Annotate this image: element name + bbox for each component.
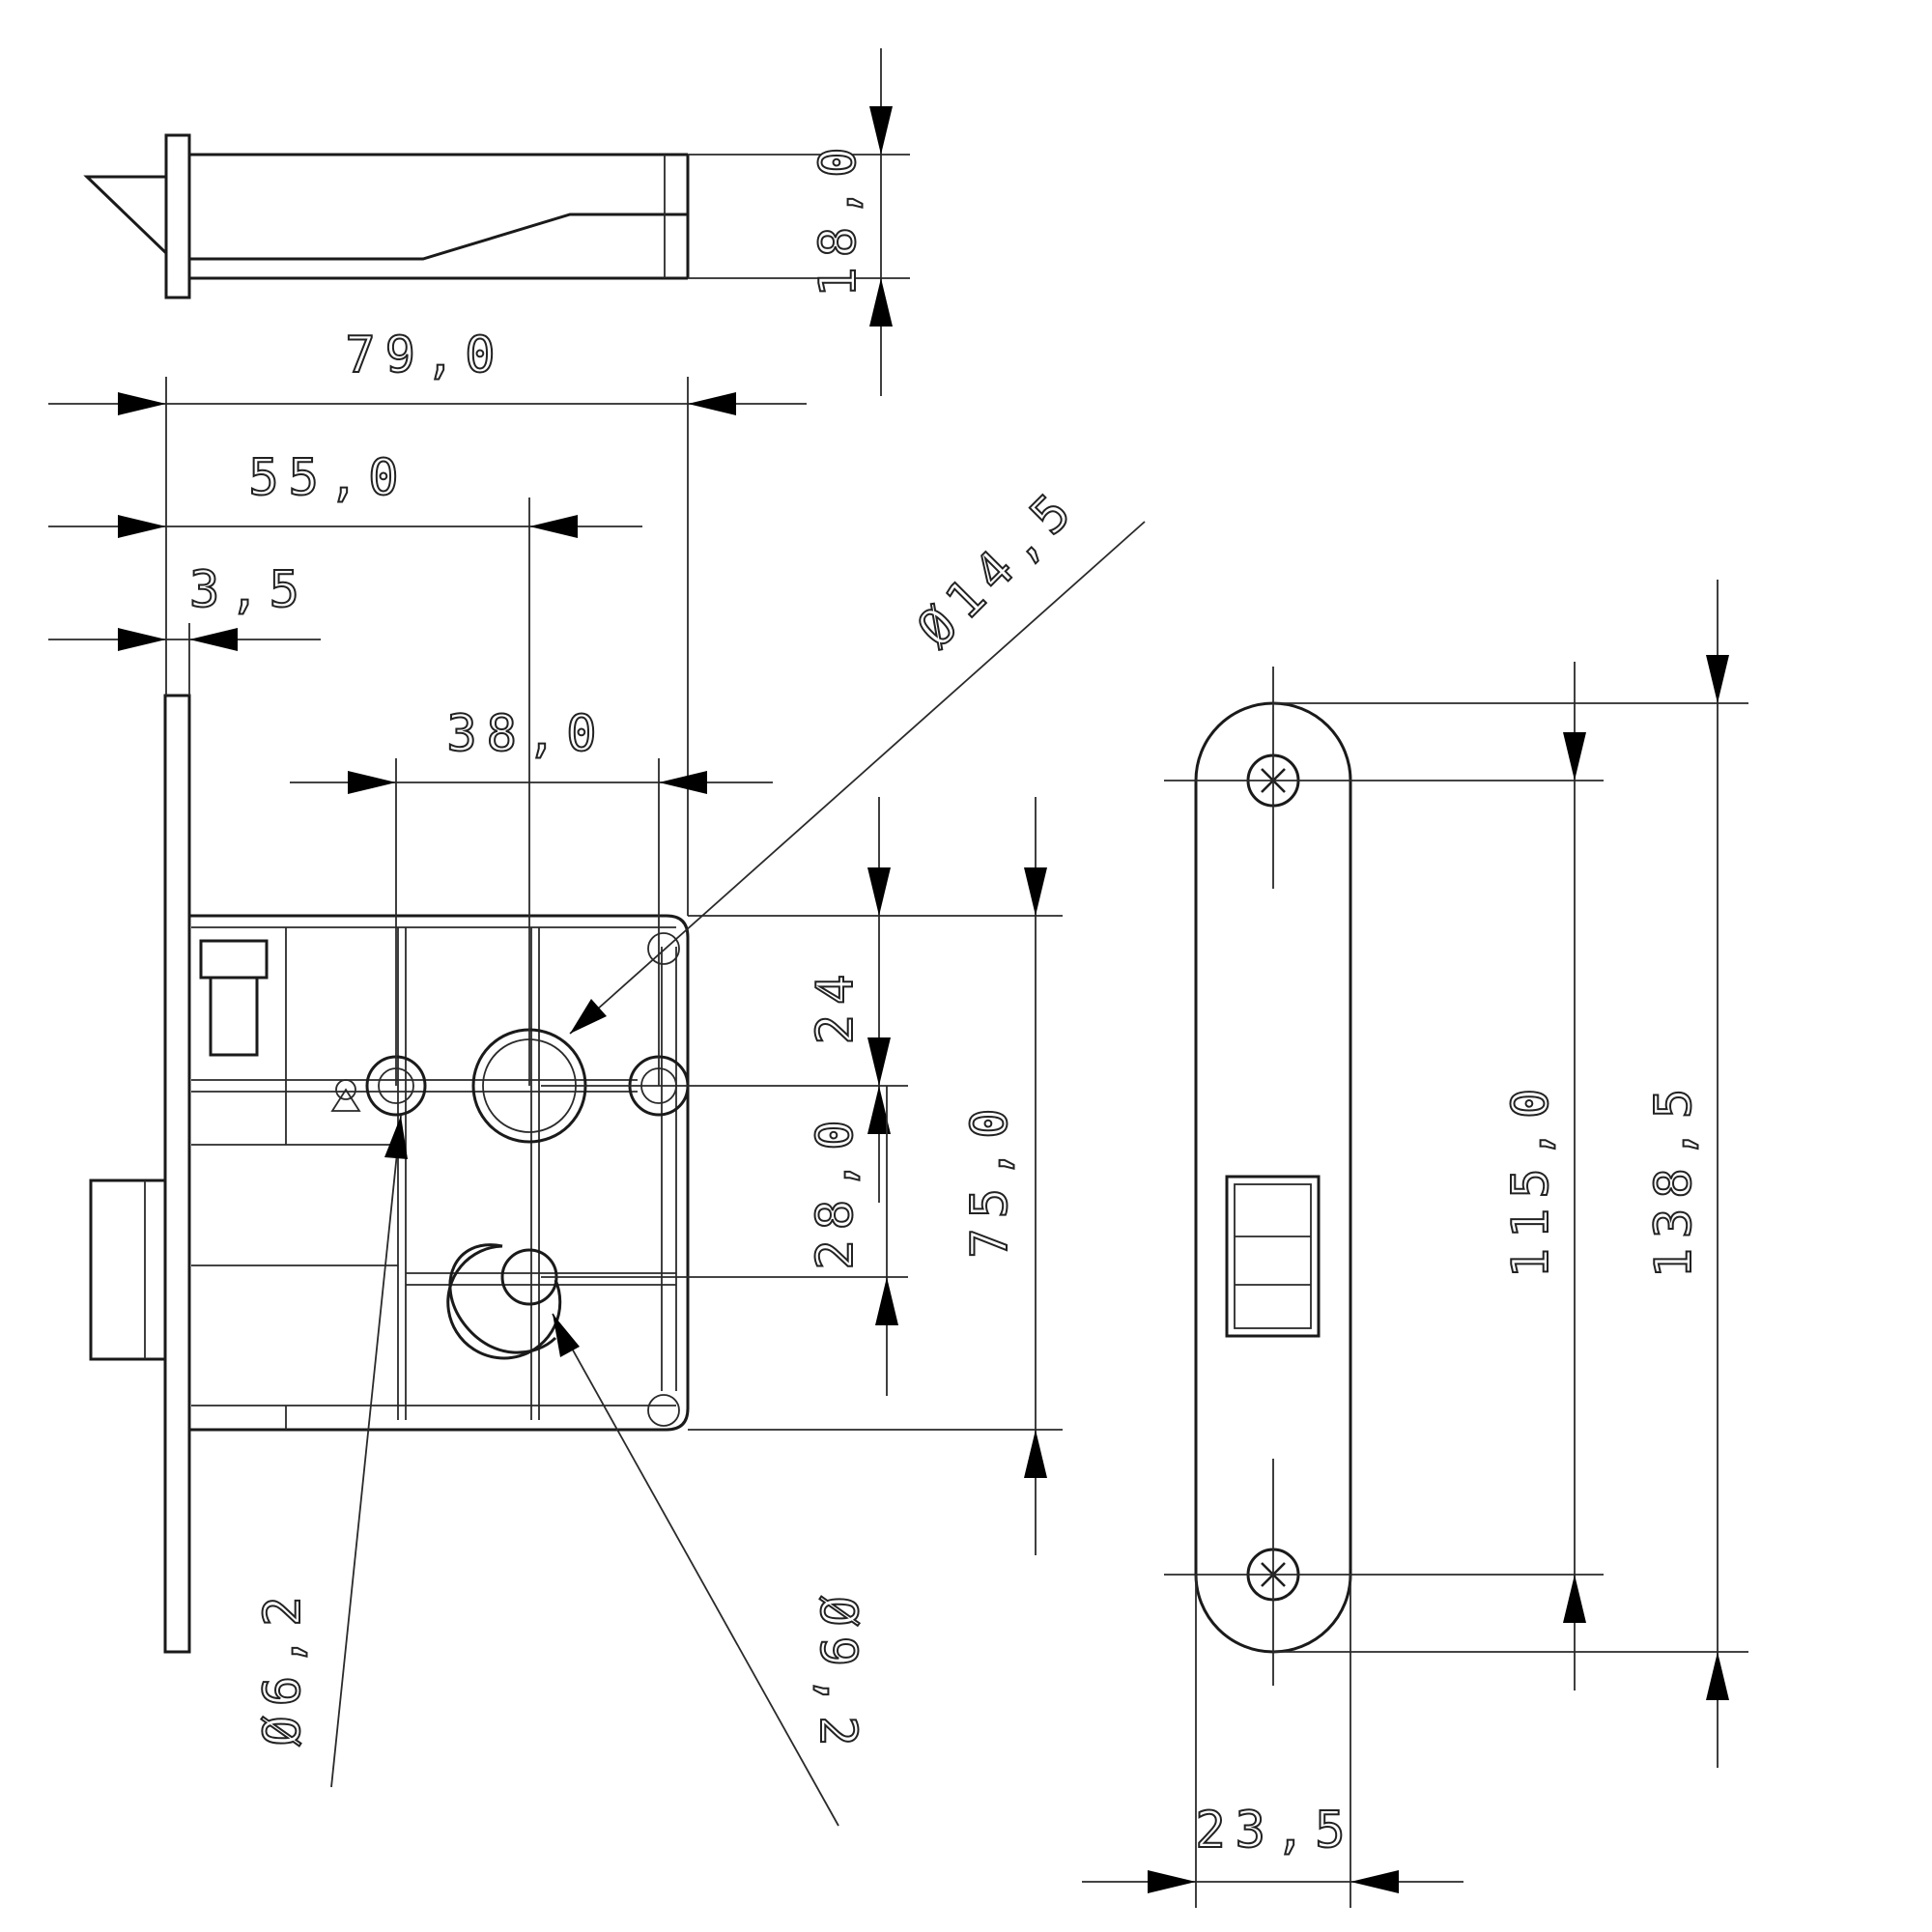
dim-face-3-5: 3,5: [189, 561, 309, 619]
lock-body-view: [89, 694, 690, 1654]
dim-hole-9-2: Ø9,2: [809, 1596, 867, 1755]
dim-spacing-24: 24: [807, 965, 865, 1045]
dim-spacing-28: 28,0: [807, 1110, 865, 1269]
top-view: [83, 48, 910, 396]
lock-body-dimension-lines: [48, 377, 1146, 1827]
dim-hole-6-2: Ø6,2: [254, 1586, 312, 1746]
dim-width-79: 79,0: [345, 327, 504, 384]
dim-backset-55: 55,0: [248, 449, 408, 507]
dim-plate-138-5: 138,5: [1645, 1079, 1703, 1279]
strike-plate-view: [1082, 580, 1748, 1908]
dim-spacing-38: 38,0: [446, 705, 606, 763]
dim-screws-115: 115,0: [1502, 1079, 1560, 1279]
dim-plate-width-23-5: 23,5: [1195, 1802, 1354, 1860]
dim-hole-14-5: Ø14,5: [907, 477, 1089, 659]
dim-height-18: 18,0: [810, 137, 867, 297]
dim-height-75: 75,0: [961, 1098, 1019, 1258]
